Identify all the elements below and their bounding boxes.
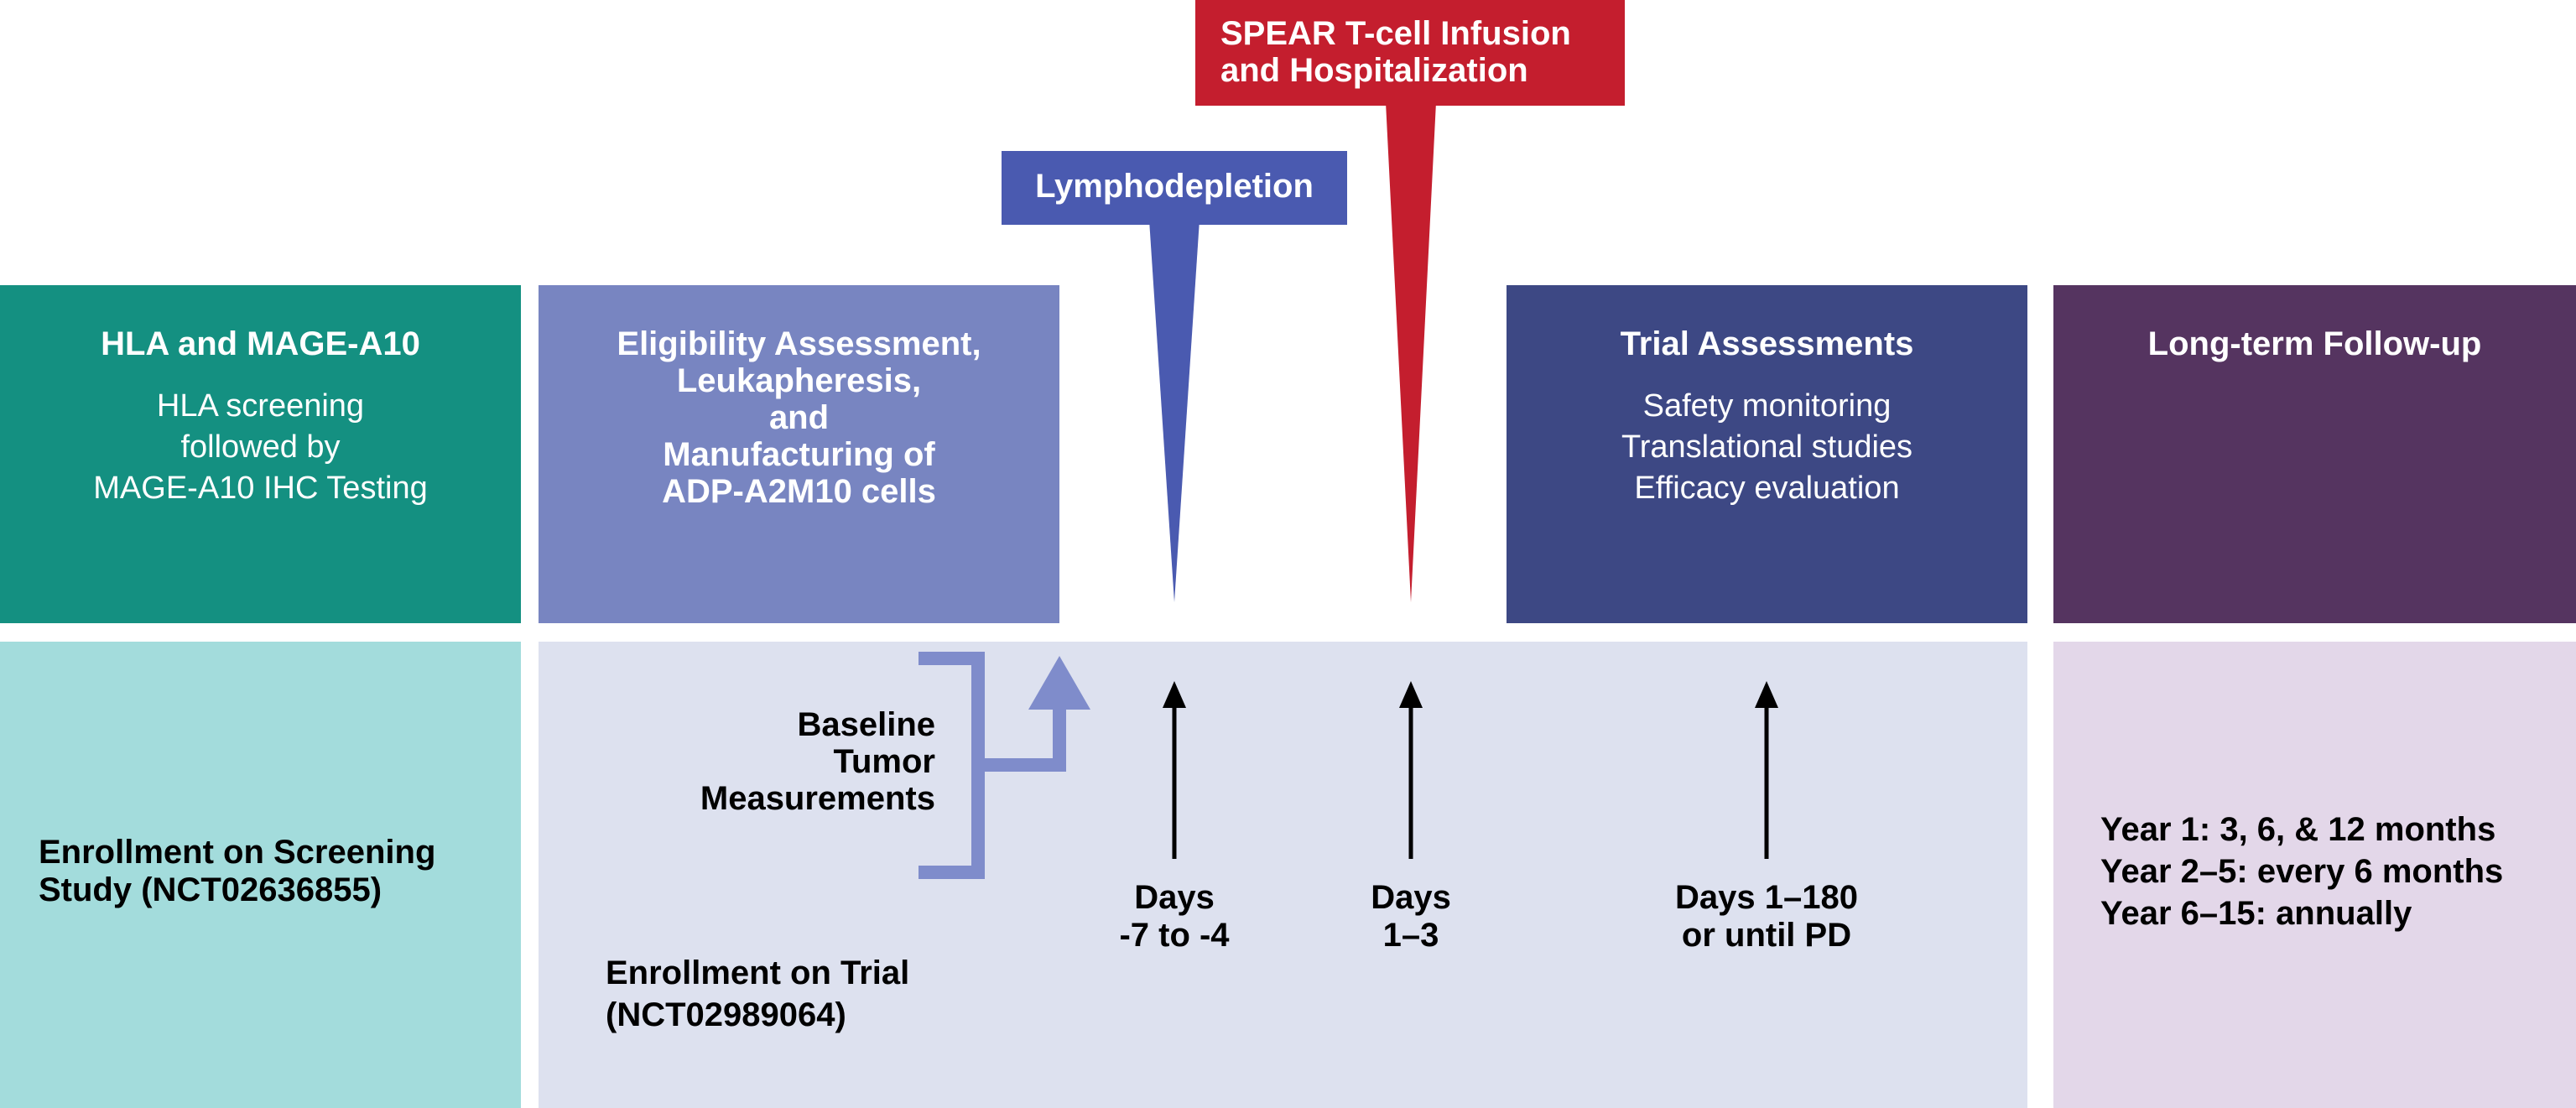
eligibility-line: Leukapheresis, [676, 362, 922, 399]
hla-line: MAGE-A10 IHC Testing [93, 471, 428, 506]
screening-enrollment-box [0, 642, 521, 1108]
days-assessments-label: Days 1–180 or until PD [1599, 879, 1934, 955]
eligibility-box: Eligibility Assessment, Leukapheresis, a… [539, 285, 1059, 623]
hla-line: followed by [180, 429, 341, 465]
trial-enrollment-line: (NCT02989064) [606, 996, 846, 1033]
spear-line: and Hospitalization [1220, 52, 1528, 89]
baseline-bracket [919, 652, 1066, 879]
spear-line: SPEAR T-cell Infusion [1220, 15, 1571, 52]
hla-title: HLA and MAGE-A10 [101, 325, 420, 362]
screening-enrollment-text: Enrollment on Screening Study (NCT026368… [39, 834, 508, 909]
eligibility-line: Eligibility Assessment, [617, 325, 981, 362]
trial-assessment-item: Safety monitoring [1642, 388, 1892, 424]
baseline-tumor-label: Baseline Tumor Measurements [587, 706, 935, 817]
eligibility-line: and [768, 399, 830, 436]
trial-assessments-title: Trial Assessments [1620, 325, 1914, 362]
timeline-arrow-infusion [1399, 681, 1423, 859]
days-line: Days [1134, 879, 1215, 916]
trial-assessment-item: Translational studies [1621, 429, 1913, 465]
trial-enrollment-line: Enrollment on Trial [606, 955, 910, 991]
trial-enrollment-box [539, 642, 2027, 1108]
baseline-line: Baseline [797, 706, 935, 743]
baseline-line: Measurements [700, 780, 935, 817]
days-lymphodepletion-label: Days -7 to -4 [1049, 879, 1300, 955]
eligibility-line: Manufacturing of [663, 436, 935, 473]
hla-line: HLA screening [156, 388, 365, 424]
baseline-line: Tumor [833, 743, 935, 780]
days-infusion-label: Days 1–3 [1285, 879, 1537, 955]
days-line: -7 to -4 [1119, 917, 1230, 954]
hla-description: HLA screening followed by MAGE-A10 IHC T… [0, 386, 521, 509]
days-line: or until PD [1681, 917, 1852, 954]
screening-line: Enrollment on Screening [39, 834, 436, 871]
followup-box: Long-term Follow-up [2053, 285, 2576, 623]
lymphodepletion-text: Lymphodepletion [1035, 168, 1314, 205]
days-line: 1–3 [1382, 917, 1439, 954]
lymphodepletion-label: Lymphodepletion [1002, 151, 1347, 225]
hla-box: HLA and MAGE-A10 HLA screening followed … [0, 285, 521, 623]
trial-assessments-list: Safety monitoring Translational studies … [1507, 386, 2027, 509]
trial-enrollment-text: Enrollment on Trial (NCT02989064) [606, 952, 1075, 1036]
spear-infusion-label: SPEAR T-cell Infusion and Hospitalizatio… [1195, 0, 1625, 106]
followup-schedule-line: Year 6–15: annually [2100, 895, 2412, 932]
eligibility-title: Eligibility Assessment, Leukapheresis, a… [539, 325, 1059, 510]
timeline-arrow-lympho [1163, 681, 1186, 859]
baseline-up-arrowhead [1028, 656, 1090, 710]
trial-assessments-box: Trial Assessments Safety monitoring Tran… [1507, 285, 2027, 623]
lymphodepletion-spike [1149, 220, 1200, 602]
spear-infusion-spike [1386, 102, 1436, 602]
days-line: Days 1–180 [1675, 879, 1858, 916]
eligibility-line: ADP-A2M10 cells [662, 473, 936, 510]
trial-assessment-item: Efficacy evaluation [1634, 471, 1900, 506]
followup-schedule-line: Year 1: 3, 6, & 12 months [2100, 811, 2496, 848]
screening-line: Study (NCT02636855) [39, 871, 382, 908]
followup-schedule-line: Year 2–5: every 6 months [2100, 853, 2504, 890]
followup-schedule-text: Year 1: 3, 6, & 12 months Year 2–5: ever… [2100, 809, 2570, 934]
days-line: Days [1371, 879, 1451, 916]
timeline-arrow-assessments [1755, 681, 1778, 859]
followup-schedule-box [2053, 642, 2576, 1108]
followup-title: Long-term Follow-up [2147, 325, 2482, 362]
